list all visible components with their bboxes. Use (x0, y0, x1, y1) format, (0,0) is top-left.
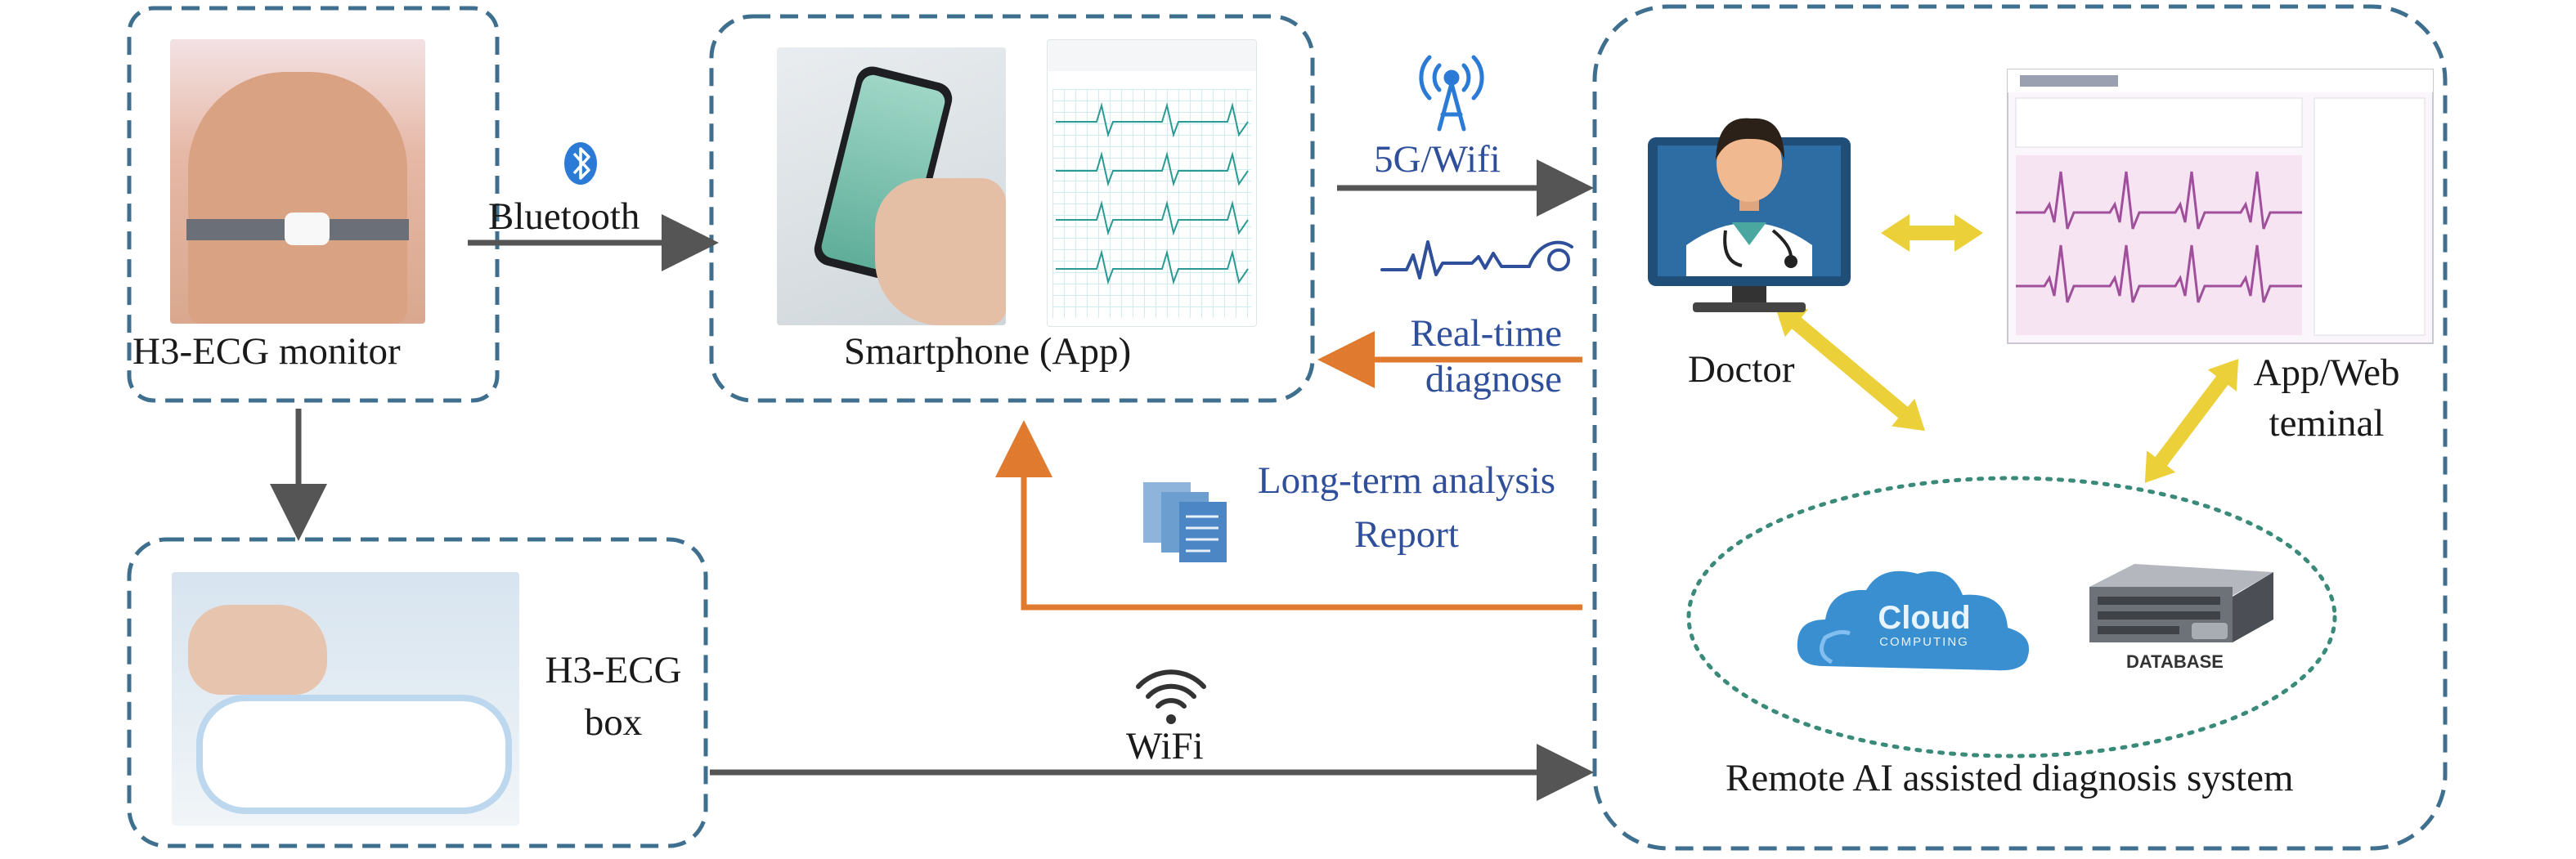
torso-shape (188, 72, 407, 324)
terminal-ecg-trace-2 (2016, 244, 2302, 303)
bluetooth-icon (564, 142, 597, 185)
app-header (1048, 40, 1256, 71)
terminal-cloud-arrow (2144, 359, 2239, 483)
report-label-line1: Long-term analysis (1257, 459, 1556, 502)
box-label-line1: H3-ECG (545, 649, 682, 691)
network-label: 5G/Wifi (1374, 138, 1501, 181)
bluetooth-label: Bluetooth (488, 195, 640, 238)
wifi-icon (1136, 669, 1206, 724)
cloud-text-line1: Cloud (1878, 600, 1971, 636)
ecg-box-photo (172, 572, 519, 825)
wifi-label: WiFi (1126, 725, 1204, 767)
cloud-system-ellipse (1686, 476, 2337, 758)
ecg-device (285, 213, 330, 245)
doctor-label: Doctor (1688, 348, 1795, 391)
cloud-text: Cloud COMPUTING (1838, 601, 2010, 649)
box-hand (188, 605, 327, 695)
cloud-text-line2: COMPUTING (1879, 635, 1969, 649)
realtime-label: Real-time diagnose (1374, 311, 1562, 402)
terminal-label-line1: App/Web (2253, 351, 2400, 394)
box-case (196, 695, 512, 814)
system-label: Remote AI assisted diagnosis system (1726, 757, 2294, 799)
doctor-icon (1648, 118, 1851, 312)
report-label: Long-term analysis Report (1227, 454, 1586, 561)
ecg-monitor-photo (170, 39, 425, 324)
smartphone-photo (777, 47, 1006, 325)
terminal-label-line2: teminal (2269, 402, 2385, 445)
app-ecg-traces (1056, 102, 1249, 285)
terminal-ecg-trace-1 (2016, 171, 2302, 230)
report-arrow (995, 420, 1582, 611)
database-text: DATABASE (2126, 651, 2224, 672)
report-documents-icon (1143, 482, 1227, 562)
monitor-label: H3-ECG monitor (132, 330, 401, 373)
cloud-computing-icon (1797, 570, 2030, 671)
monitor-panel (127, 6, 500, 403)
antenna-icon (1419, 55, 1484, 132)
terminal-label: App/Web teminal (2224, 347, 2429, 449)
box-panel (127, 537, 708, 848)
remote-system-panel (1592, 4, 2448, 851)
smartphone-panel (709, 14, 1315, 403)
hand-shape (875, 178, 1006, 325)
report-label-line2: Report (1354, 513, 1459, 556)
ecg-stethoscope-icon (1380, 240, 1573, 280)
app-ecg-grid (1052, 89, 1251, 318)
realtime-label-line2: diagnose (1425, 358, 1562, 400)
box-label-line2: box (584, 701, 643, 744)
doctor-terminal-arrow (1881, 214, 1983, 252)
realtime-label-line1: Real-time (1410, 312, 1562, 355)
database-icon (2089, 564, 2273, 642)
web-terminal-screenshot (2007, 69, 2434, 344)
box-label: H3-ECG box (523, 644, 703, 749)
doctor-cloud-arrow (1775, 304, 1925, 432)
smartphone-label: Smartphone (App) (844, 330, 1132, 373)
app-ecg-screenshot (1047, 39, 1257, 327)
